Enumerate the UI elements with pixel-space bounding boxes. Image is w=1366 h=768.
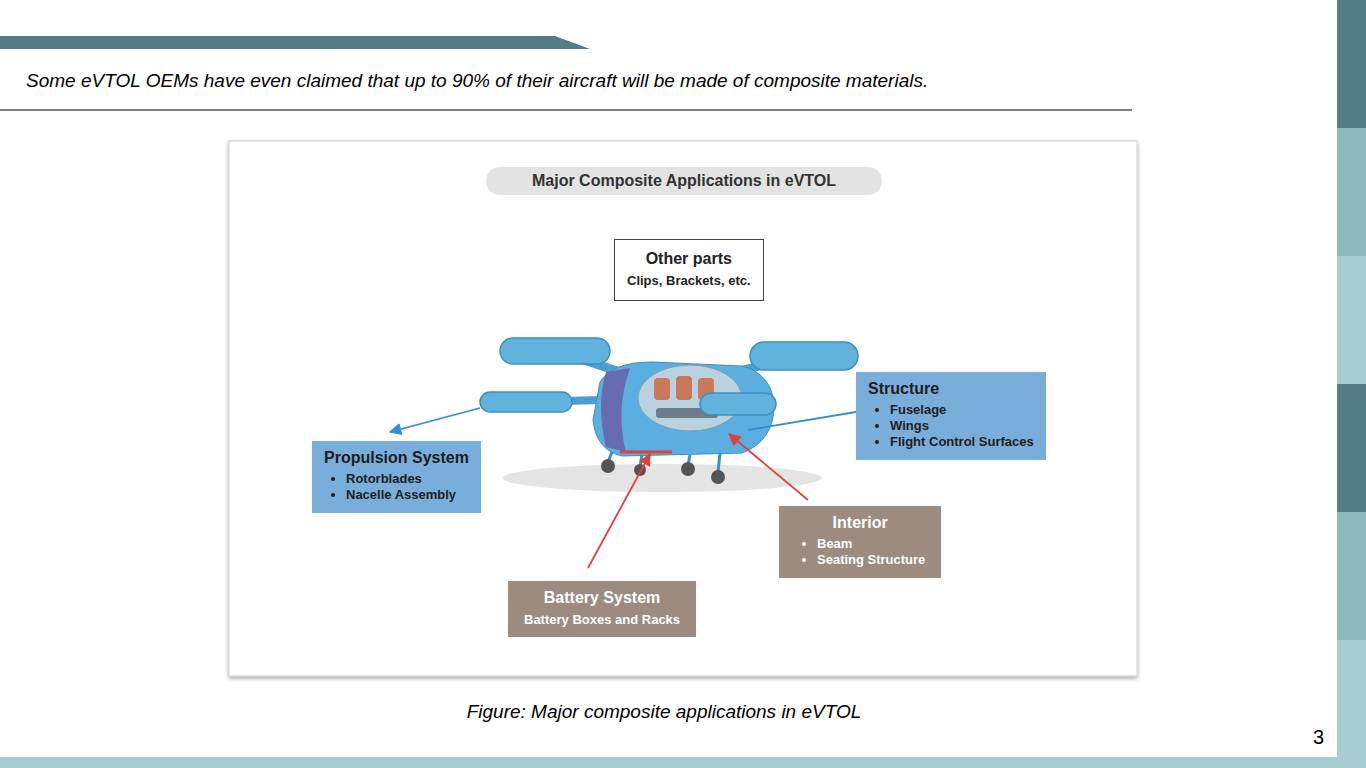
battery-box: Battery SystemBattery Boxes and Racks — [508, 581, 696, 637]
bottom-bar — [0, 757, 1337, 768]
bullet-list: BeamSeating Structure — [795, 536, 925, 568]
figure-card — [229, 141, 1137, 676]
bullet-item: Wings — [890, 418, 1034, 434]
bullet-list: FuselageWingsFlight Control Surfaces — [868, 402, 1034, 450]
box-body: Battery Boxes and Racks — [524, 612, 680, 627]
box-heading: Battery System — [524, 589, 680, 607]
box-heading: Propulsion System — [324, 449, 469, 467]
box-heading: Interior — [795, 514, 925, 532]
propulsion-box: Propulsion SystemRotorbladesNacelle Asse… — [312, 441, 481, 513]
other-parts-box: Other partsClips, Brackets, etc. — [614, 239, 764, 301]
heading-rule — [0, 110, 1132, 111]
box-heading: Major Composite Applications in eVTOL — [532, 172, 836, 190]
bullet-list: RotorbladesNacelle Assembly — [324, 471, 469, 503]
structure-box: StructureFuselageWingsFlight Control Sur… — [856, 372, 1046, 460]
bullet-item: Nacelle Assembly — [346, 487, 469, 503]
box-body: Clips, Brackets, etc. — [627, 273, 751, 288]
top-bar — [0, 36, 590, 49]
side-strip — [1337, 0, 1366, 768]
slide-heading: Some eVTOL OEMs have even claimed that u… — [26, 70, 928, 92]
page-number: 3 — [1313, 726, 1324, 749]
box-heading: Other parts — [627, 250, 751, 268]
bullet-item: Seating Structure — [817, 552, 925, 568]
bullet-item: Flight Control Surfaces — [890, 434, 1034, 450]
bullet-item: Rotorblades — [346, 471, 469, 487]
title-pill: Major Composite Applications in eVTOL — [486, 167, 882, 195]
figure-caption: Figure: Major composite applications in … — [0, 701, 1328, 723]
interior-box: InteriorBeamSeating Structure — [779, 506, 941, 578]
bullet-item: Fuselage — [890, 402, 1034, 418]
bullet-item: Beam — [817, 536, 925, 552]
evtol-illustration — [480, 338, 858, 492]
box-heading: Structure — [868, 380, 1034, 398]
